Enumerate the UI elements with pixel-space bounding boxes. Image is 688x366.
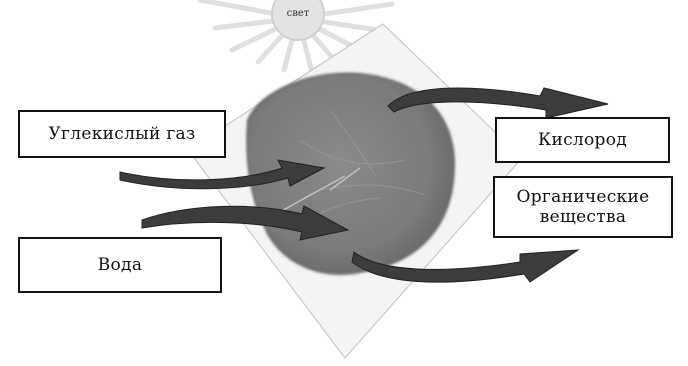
co2-box: Углекислый газ — [18, 110, 226, 158]
organic-label-line2: вещества — [540, 207, 627, 227]
water-box: Вода — [18, 237, 222, 293]
organic-box: Органические вещества — [493, 176, 673, 238]
sun-label: свет — [274, 8, 322, 19]
oxygen-box: Кислород — [495, 117, 670, 163]
oxygen-label: Кислород — [538, 130, 627, 150]
organic-label-line1: Органические — [517, 187, 650, 207]
co2-label: Углекислый газ — [48, 124, 195, 144]
water-label: Вода — [98, 255, 143, 275]
